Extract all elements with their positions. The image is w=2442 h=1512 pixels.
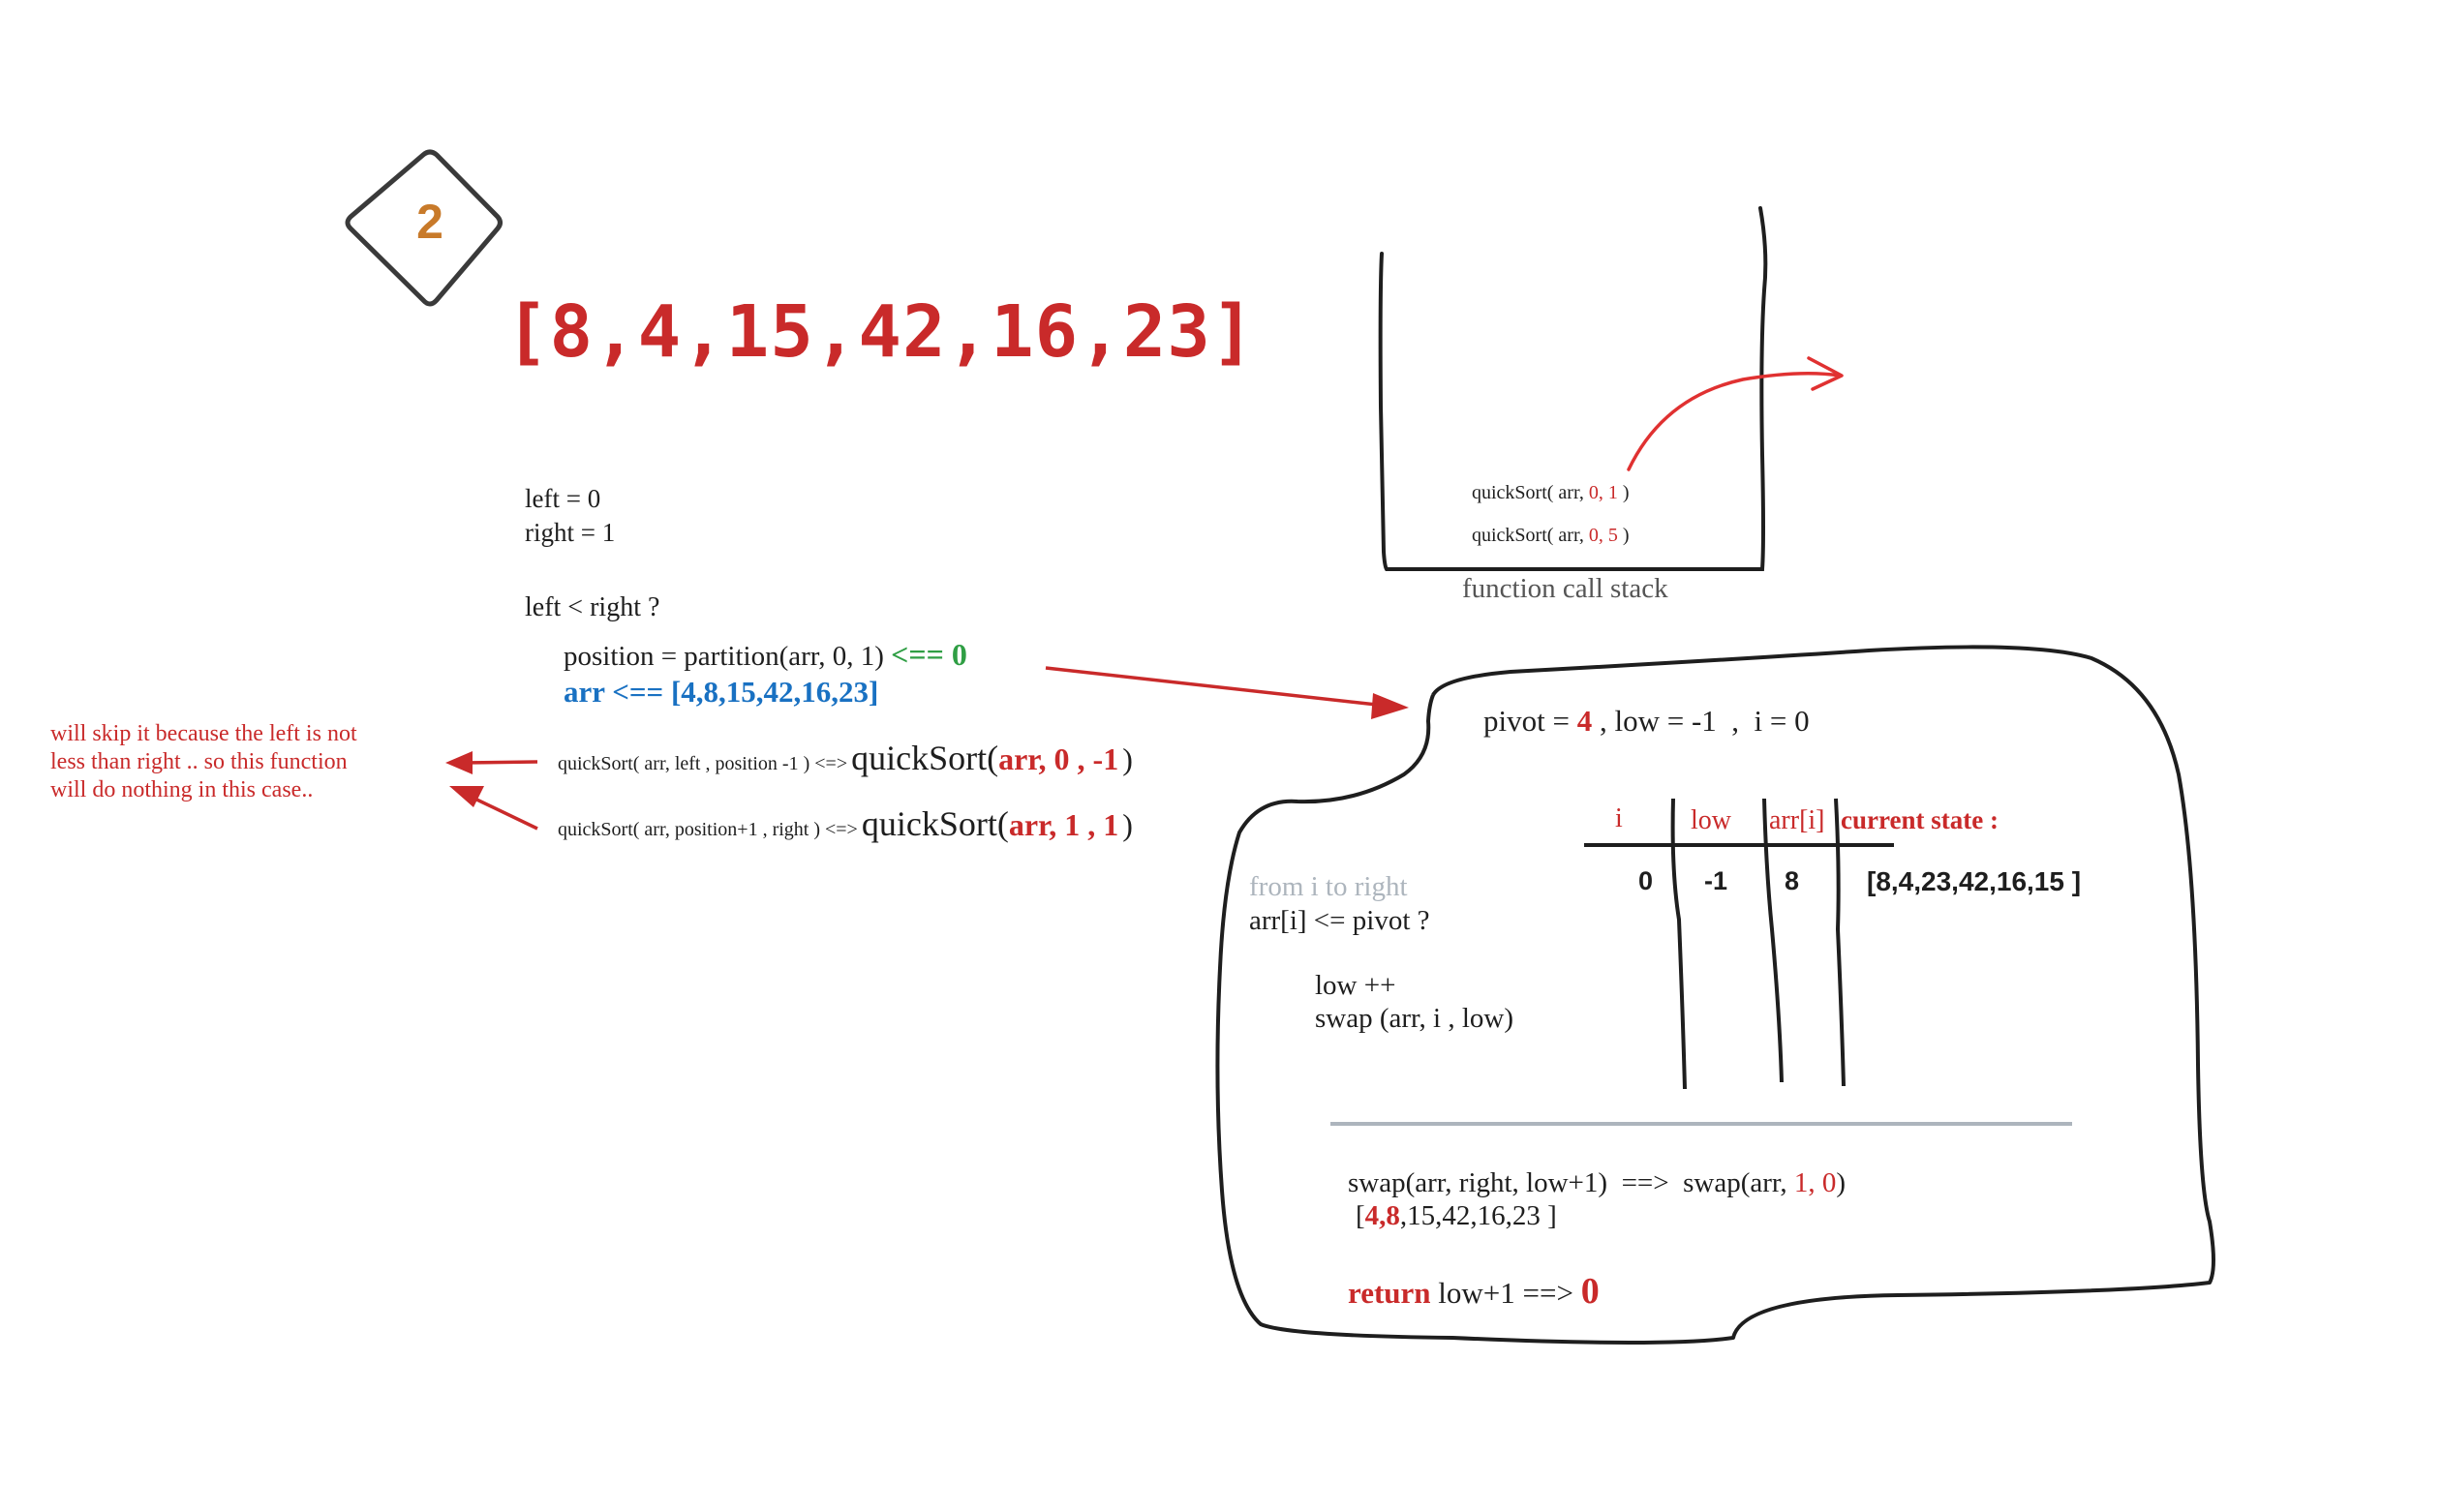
recursive-call-left: quickSort( arr, left , position -1 ) <=>… bbox=[558, 738, 1133, 778]
partition-arrowhead bbox=[1371, 693, 1409, 719]
call-small-text: quickSort( arr, position+1 , right ) <=> bbox=[558, 819, 858, 840]
call-small-text: quickSort( arr, left , position -1 ) <=> bbox=[558, 753, 848, 774]
return-value: 0 bbox=[1580, 1271, 1600, 1312]
table-header-low: low bbox=[1691, 805, 1731, 835]
skip-note-line: less than right .. so this function bbox=[50, 749, 348, 774]
final-swap-args: 1, 0 bbox=[1793, 1167, 1837, 1198]
return-expr: low+1 ==> bbox=[1438, 1276, 1573, 1310]
table-header-current-state: current state : bbox=[1841, 805, 1999, 834]
final-state-open: [ bbox=[1356, 1200, 1365, 1231]
arr-value: [4,8,15,42,16,23] bbox=[670, 675, 879, 709]
table-header-arr-i: arr[i] bbox=[1769, 805, 1825, 835]
array-title: [8,4,15,42,16,23] bbox=[505, 290, 1256, 374]
skip-arrow-1 bbox=[462, 760, 538, 765]
skip-note: will skip it because the left is not les… bbox=[50, 720, 357, 804]
loop-label: from i to right bbox=[1249, 871, 1408, 902]
call-big-fn: quickSort( bbox=[861, 804, 1009, 843]
table-col-rule-3 bbox=[1834, 798, 1846, 1087]
call-big-close: ) bbox=[1122, 807, 1133, 842]
partition-line: position = partition(arr, 0, 1) <== 0 bbox=[564, 637, 967, 673]
table-cell-state: [8,4,23,42,16,15 ] bbox=[1867, 866, 2082, 896]
loop-condition: arr[i] <= pivot ? bbox=[1249, 905, 1430, 936]
table-col-rule-2 bbox=[1762, 798, 1784, 1083]
skip-note-line: will skip it because the left is not bbox=[50, 721, 357, 746]
stack-frame-bottom: quickSort( arr, 0, 5 ) bbox=[1472, 525, 1630, 547]
stack-pop-arrowhead bbox=[1807, 356, 1844, 391]
partition-box-outline bbox=[1215, 645, 2215, 1345]
condition-left-less-right: left < right ? bbox=[525, 592, 660, 622]
partition-header: pivot = 4 , low = -1 , i = 0 bbox=[1483, 704, 1810, 739]
call-big-close: ) bbox=[1122, 741, 1133, 776]
final-swap-close: ) bbox=[1836, 1167, 1847, 1198]
recursive-call-right: quickSort( arr, position+1 , right ) <=>… bbox=[558, 803, 1133, 844]
final-state-swapped: 4,8 bbox=[1364, 1200, 1400, 1231]
var-left: left = 0 bbox=[525, 484, 601, 513]
partition-result: <== 0 bbox=[891, 637, 967, 672]
stack-frame-prefix: quickSort( arr, bbox=[1472, 482, 1584, 503]
return-keyword: return bbox=[1348, 1276, 1431, 1310]
call-big-fn: quickSort( bbox=[851, 739, 999, 777]
loop-body-increment: low ++ bbox=[1315, 970, 1396, 1001]
header-rest: , low = -1 , i = 0 bbox=[1599, 704, 1810, 738]
arr-label: arr <== bbox=[564, 675, 664, 709]
step-badge-diamond bbox=[345, 149, 503, 307]
skip-arrow-2 bbox=[468, 794, 538, 831]
table-cell-low: -1 bbox=[1704, 866, 1728, 895]
stack-pop-arrow bbox=[1627, 372, 1842, 471]
call-stack-container bbox=[1378, 206, 1768, 571]
skip-arrowhead-2 bbox=[449, 786, 484, 807]
stack-frame-suffix: ) bbox=[1622, 525, 1630, 546]
stack-frame-prefix: quickSort( arr, bbox=[1472, 525, 1584, 546]
table-cell-arr-i: 8 bbox=[1785, 866, 1800, 895]
call-big-args: arr, 0 , -1 bbox=[998, 741, 1119, 776]
pivot-value: 4 bbox=[1576, 704, 1593, 738]
arr-line: arr <== [4,8,15,42,16,23] bbox=[564, 675, 878, 710]
final-state-line: [4,8,15,42,16,23 ] bbox=[1356, 1200, 1557, 1232]
partition-arrow bbox=[1045, 666, 1395, 709]
pivot-label: pivot = bbox=[1483, 704, 1570, 738]
return-line: return low+1 ==> 0 bbox=[1348, 1270, 1600, 1313]
stack-frame-args: 0, 1 bbox=[1588, 482, 1618, 503]
table-col-rule-1 bbox=[1670, 798, 1687, 1090]
stack-frame-args: 0, 5 bbox=[1588, 525, 1618, 546]
table-header-i: i bbox=[1615, 803, 1623, 833]
final-swap-text: swap(arr, right, low+1) ==> swap(arr, bbox=[1348, 1167, 1787, 1198]
call-stack-caption: function call stack bbox=[1462, 573, 1668, 604]
final-state-rest: ,15,42,16,23 ] bbox=[1399, 1200, 1557, 1231]
final-swap-line: swap(arr, right, low+1) ==> swap(arr, 1,… bbox=[1348, 1167, 1846, 1199]
table-cell-i: 0 bbox=[1638, 866, 1654, 895]
step-badge-number: 2 bbox=[416, 195, 443, 249]
loop-body-swap: swap (arr, i , low) bbox=[1315, 1003, 1513, 1034]
skip-arrowhead-1 bbox=[445, 751, 473, 774]
stack-frame-top: quickSort( arr, 0, 1 ) bbox=[1472, 482, 1630, 504]
call-big-args: arr, 1 , 1 bbox=[1008, 807, 1119, 842]
var-right: right = 1 bbox=[525, 518, 616, 547]
skip-note-line: will do nothing in this case.. bbox=[50, 777, 314, 802]
partition-call-text: position = partition(arr, 0, 1) bbox=[564, 641, 884, 672]
stack-frame-suffix: ) bbox=[1622, 482, 1630, 503]
